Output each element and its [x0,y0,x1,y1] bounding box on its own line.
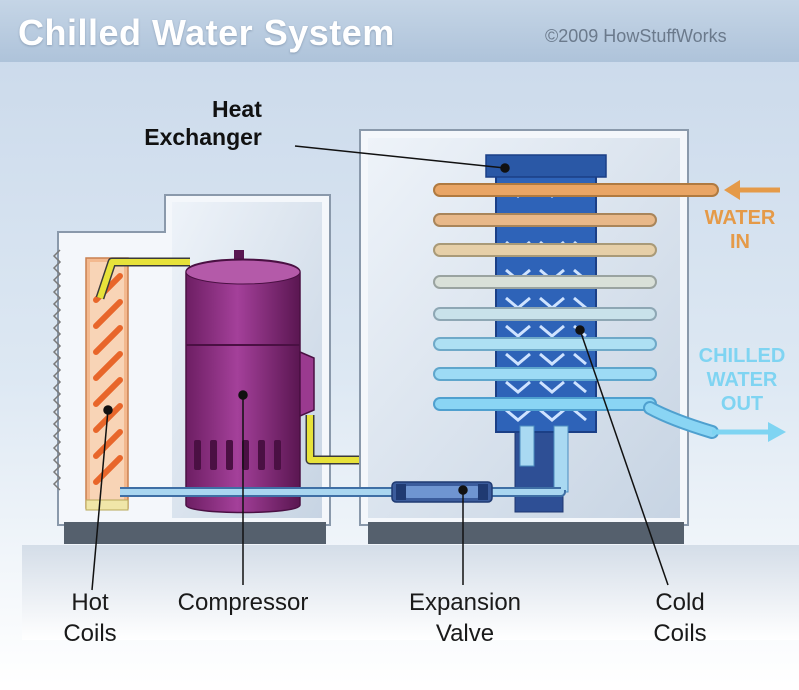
label-cold-coils-line-2: Coils [653,620,707,647]
label-cold-coils: Cold Coils [630,587,730,649]
label-water-in-line-2: IN [730,231,750,253]
evaporator-base [368,522,684,544]
hot-coils [85,257,129,511]
label-water-in-line-1: WATER [704,207,776,229]
refrigerant-line-hot [97,259,190,299]
exchanger-outlet [553,425,569,493]
label-chilled-water-out-line-3: OUT [720,393,764,415]
label-heat-exchanger: Heat Exchanger [144,95,262,151]
label-water-in: WATER IN [700,206,780,254]
copyright-credit: ©2009 HowStuffWorks [545,26,727,46]
label-cold-coils-line-1: Cold [655,589,705,616]
label-heat-exchanger-line-1: Heat [212,96,262,122]
label-hot-coils-line-1: Hot [71,589,109,616]
label-expansion-valve-line-2: Valve [435,620,495,647]
cold-coils [433,183,719,439]
compressor [185,250,315,514]
chilled-water-out-arrow [712,422,786,442]
page-title: Chilled Water System [18,12,395,53]
label-hot-coils-line-2: Coils [63,620,117,647]
leader-lines [91,145,669,591]
title-banner [0,0,799,62]
label-heat-exchanger-line-2: Exchanger [144,124,262,150]
label-chilled-water-out-line-1: CHILLED [698,345,786,367]
label-hot-coils: Hot Coils [40,587,140,649]
heat-exchanger [485,154,607,433]
water-in-arrow [724,180,780,200]
floor [22,545,799,640]
condenser-fins [52,249,62,491]
exchanger-inlet [519,425,535,467]
label-expansion-valve-line-1: Expansion [408,589,522,616]
label-compressor: Compressor [177,589,309,616]
condenser-base [64,522,326,544]
label-chilled-water-out: CHILLED WATER OUT [690,344,794,416]
label-chilled-water-out-line-2: WATER [706,369,778,391]
label-expansion-valve: Expansion Valve [380,587,550,649]
expansion-valve [391,481,493,503]
liquid-line [120,489,564,495]
